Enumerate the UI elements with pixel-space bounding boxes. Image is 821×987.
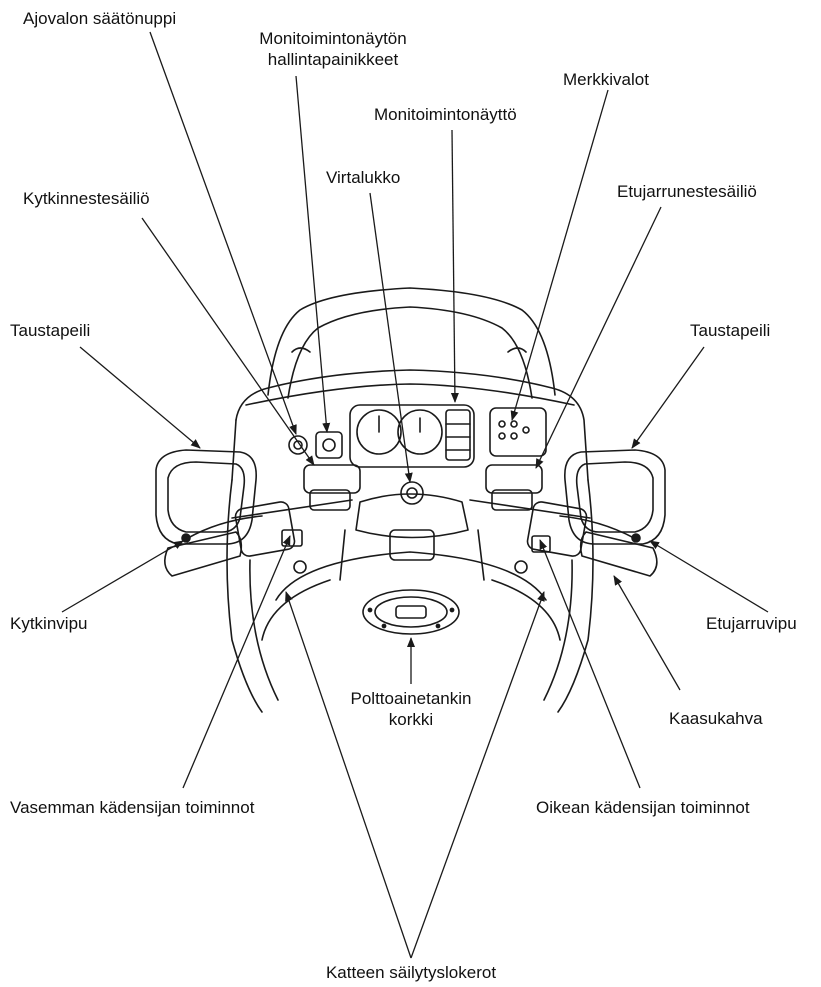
- front-brake-reservoir: [486, 465, 542, 493]
- handlebar-left: [232, 500, 352, 518]
- storage-lid-right: [515, 561, 527, 573]
- leader-clutch-lever: [62, 541, 183, 612]
- label-front-brake-lever: Etujarruvipu: [706, 613, 797, 634]
- label-fuel-cap-line1: Polttoainetankin: [311, 688, 511, 709]
- leader-front-brake-reservoir: [536, 207, 661, 468]
- leader-storage-left: [286, 592, 411, 958]
- leader-brake-lever: [650, 541, 768, 612]
- label-headlight-knob: Ajovalon säätönuppi: [23, 8, 176, 29]
- indicator-panel: [490, 408, 546, 456]
- label-clutch-lever: Kytkinvipu: [10, 613, 87, 634]
- leader-ignition: [370, 193, 410, 482]
- leader-throttle: [614, 576, 680, 690]
- label-mirror-right: Taustapeili: [690, 320, 770, 341]
- leader-storage-right: [411, 592, 544, 958]
- label-fuel-cap-line2: korkki: [311, 709, 511, 730]
- label-left-controls: Vasemman kädensijan toiminnot: [10, 797, 254, 818]
- leader-headlight-knob: [150, 32, 296, 434]
- label-front-brake-reservoir: Etujarrunestesäiliö: [617, 181, 757, 202]
- label-throttle: Kaasukahva: [669, 708, 763, 729]
- display-control-buttons: [316, 432, 342, 458]
- display-screen: [446, 410, 470, 460]
- leader-mirror-left: [80, 347, 200, 448]
- label-display-buttons-line1: Monitoimintonäytön: [218, 28, 448, 49]
- handlebar-right: [470, 500, 590, 518]
- label-clutch-reservoir: Kytkinnestesäiliö: [23, 188, 150, 209]
- label-indicators: Merkkivalot: [563, 69, 649, 90]
- fairing: [236, 370, 588, 480]
- label-display: Monitoimintonäyttö: [374, 104, 517, 125]
- label-mirror-left: Taustapeili: [10, 320, 90, 341]
- label-storage: Katteen säilytyslokerot: [261, 962, 561, 983]
- label-right-controls: Oikean kädensijan toiminnot: [536, 797, 750, 818]
- label-ignition: Virtalukko: [326, 167, 400, 188]
- triple-clamp: [356, 494, 468, 538]
- left-grip: [165, 532, 242, 576]
- ignition-switch: [401, 482, 423, 504]
- leader-indicators: [512, 90, 608, 420]
- instrument-panel: [350, 405, 474, 467]
- label-display-buttons-line2: hallintapainikkeet: [218, 49, 448, 70]
- leader-clutch-reservoir: [142, 218, 314, 465]
- leader-mirror-right: [632, 347, 704, 448]
- clutch-reservoir: [304, 465, 360, 493]
- leader-right-controls: [540, 540, 640, 788]
- leader-display: [452, 130, 455, 402]
- storage-lid-left: [294, 561, 306, 573]
- leader-left-controls: [183, 536, 290, 788]
